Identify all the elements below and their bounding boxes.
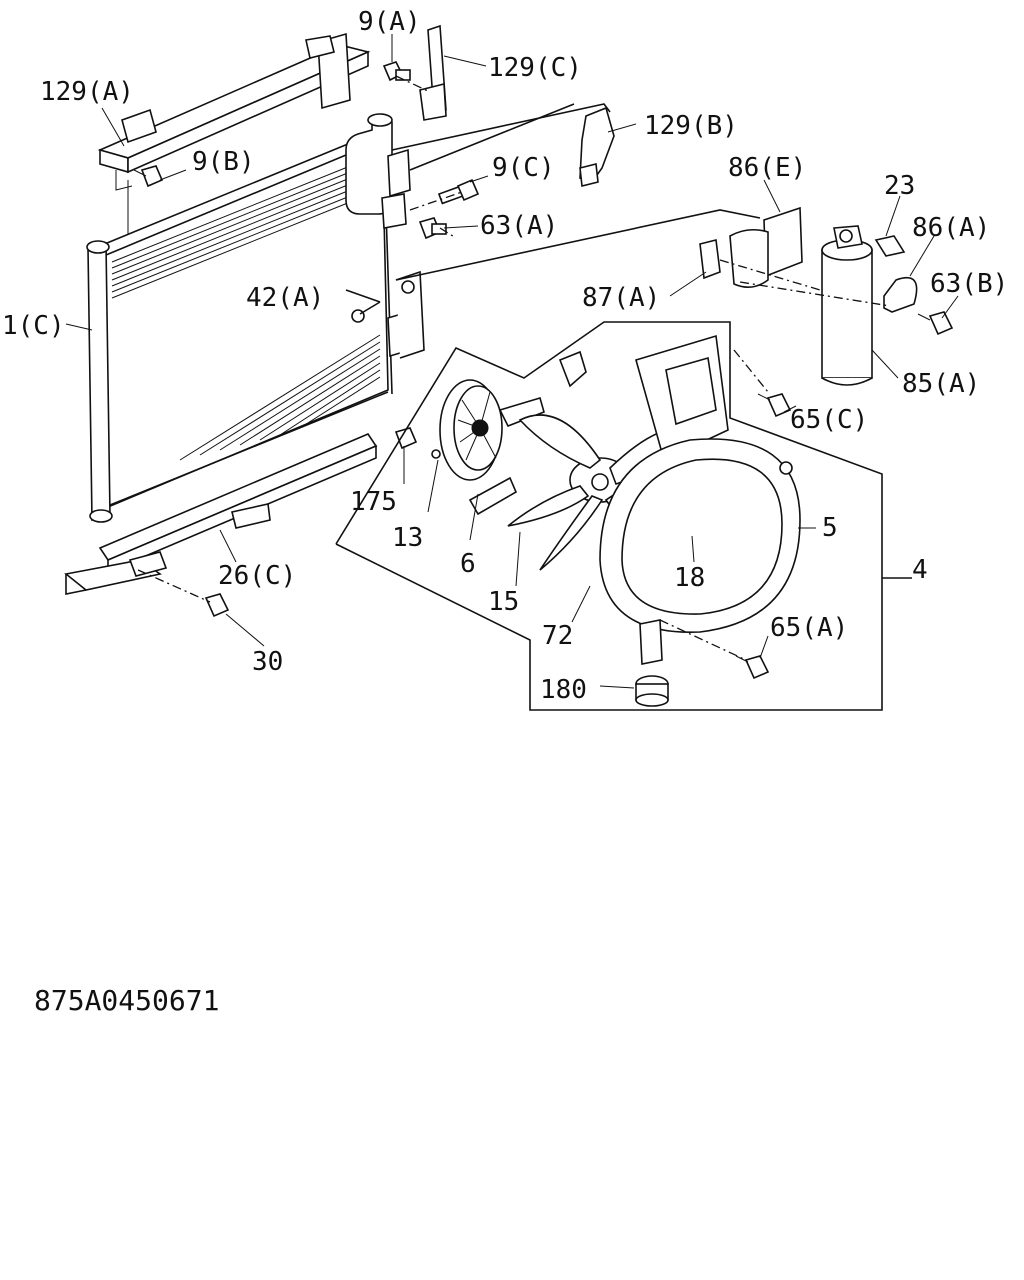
callout-87a: 87(A) [582, 283, 660, 313]
callout-5: 5 [822, 513, 838, 543]
plug-180 [635, 675, 669, 707]
callout-labels: 9(A) 129(C) 129(A) 9(B) 129(B) 9(C) 86(E… [2, 7, 1008, 705]
bracket-129b [579, 106, 615, 187]
callout-23: 23 [884, 171, 915, 201]
callout-180: 180 [540, 675, 587, 705]
callout-175: 175 [350, 487, 397, 517]
callout-85a: 85(A) [902, 369, 980, 399]
bracket-87a [699, 239, 721, 280]
callout-63b: 63(B) [930, 269, 1008, 299]
bolt-9a [382, 61, 411, 82]
callout-18: 18 [674, 563, 705, 593]
callout-9c: 9(C) [492, 153, 555, 183]
guide-lines [137, 75, 891, 661]
callout-42a: 42(A) [246, 283, 324, 313]
bolt-65c [757, 393, 792, 418]
clamp-86a [883, 276, 918, 313]
bolt-65a [735, 655, 770, 680]
bolt-9c [437, 178, 480, 205]
callout-65c: 65(C) [790, 405, 868, 435]
callout-86a: 86(A) [912, 213, 990, 243]
callout-26c: 26(C) [218, 561, 296, 591]
callout-65a: 65(A) [770, 613, 848, 643]
leader-lines [65, 34, 959, 689]
drawing-number: 875A0450671 [34, 984, 219, 1017]
bolt-63a [418, 217, 447, 240]
bolt-9b [133, 165, 164, 188]
callout-9b: 9(B) [192, 147, 255, 177]
bracket-86e [729, 206, 803, 288]
receiver-drier [821, 225, 873, 386]
callout-13: 13 [392, 523, 423, 553]
callout-129a: 129(A) [40, 77, 134, 107]
switch-23 [874, 235, 906, 257]
bracket-129c [419, 24, 447, 121]
callout-129c: 129(C) [488, 53, 582, 83]
bolt-175 [394, 427, 441, 459]
callout-63a: 63(A) [480, 211, 558, 241]
fan-shroud [599, 334, 801, 665]
upper-mounting-rail [97, 32, 371, 240]
callout-6: 6 [460, 549, 476, 579]
lower-mounting-rail [64, 433, 378, 595]
bolt-63b [917, 311, 954, 336]
bolt-30 [204, 593, 230, 618]
callout-86e: 86(E) [728, 153, 806, 183]
callout-30: 30 [252, 647, 283, 677]
callout-9a: 9(A) [358, 7, 421, 37]
callout-15: 15 [488, 587, 519, 617]
condenser [86, 113, 425, 523]
callout-129b: 129(B) [644, 111, 738, 141]
callout-1c: 1(C) [2, 311, 65, 341]
callout-72: 72 [542, 621, 573, 651]
assembly-outline [335, 321, 883, 711]
fan-motor [439, 379, 503, 481]
callout-4: 4 [912, 555, 928, 585]
